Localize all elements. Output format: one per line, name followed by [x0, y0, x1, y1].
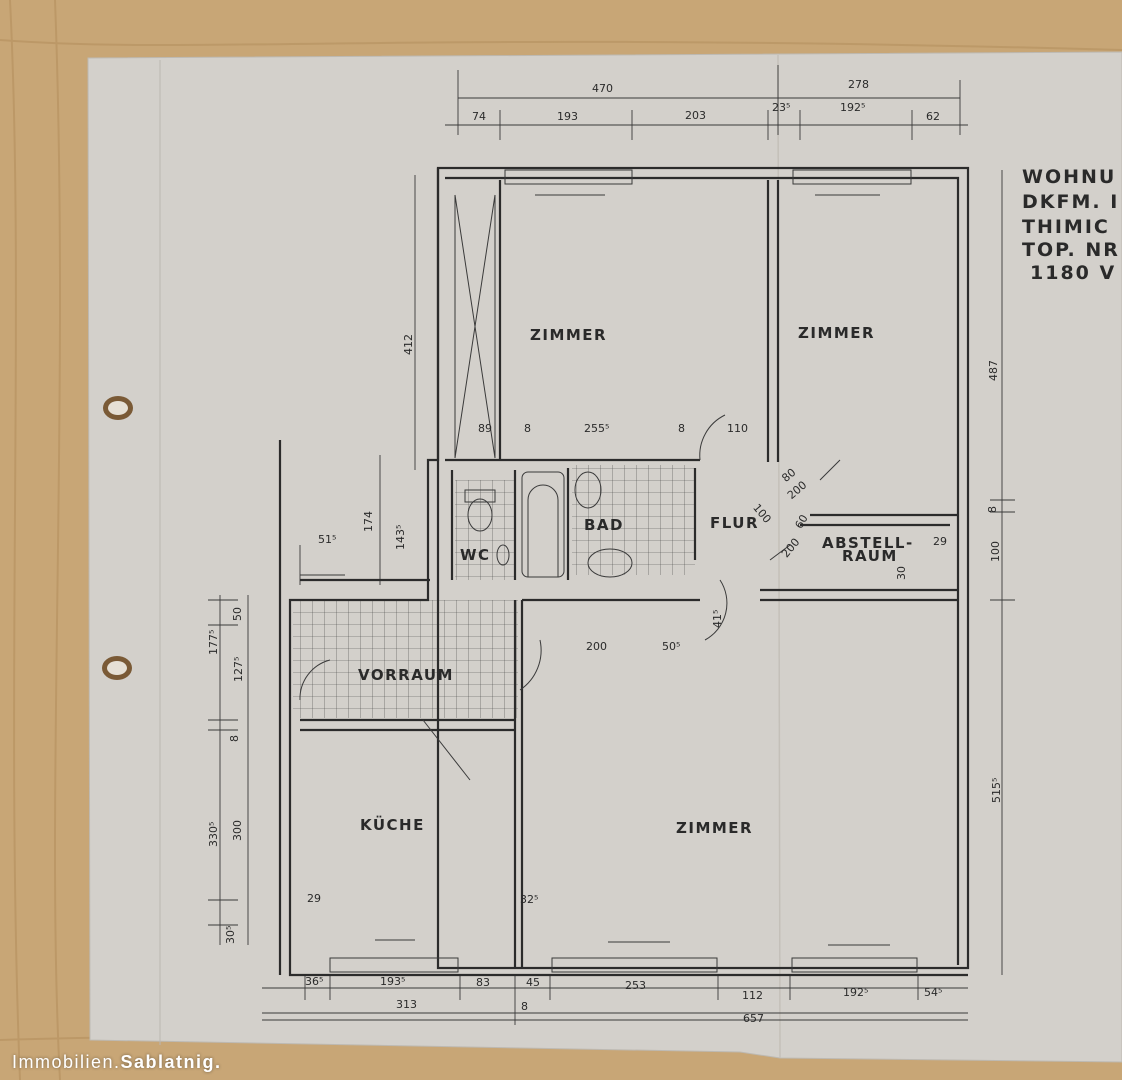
- room-label-zimmer-top-right: ZIMMER: [798, 324, 875, 342]
- shaft-cross: [454, 194, 496, 459]
- svg-text:74: 74: [472, 110, 486, 123]
- svg-text:54⁵: 54⁵: [924, 986, 942, 999]
- svg-text:203: 203: [685, 109, 706, 122]
- svg-text:143⁵: 143⁵: [394, 525, 407, 550]
- toilet-icon: [464, 489, 496, 532]
- svg-text:50⁵: 50⁵: [662, 640, 680, 653]
- svg-text:278: 278: [848, 78, 869, 91]
- svg-text:192⁵: 192⁵: [843, 986, 868, 999]
- svg-text:50: 50: [231, 607, 244, 621]
- room-label-bad: BAD: [584, 516, 624, 534]
- svg-text:WOHNU: WOHNU: [1022, 166, 1116, 188]
- svg-text:TOP. NR: TOP. NR: [1022, 239, 1120, 261]
- svg-text:112: 112: [742, 989, 763, 1002]
- svg-text:8: 8: [986, 506, 999, 513]
- svg-text:THIMIC: THIMIC: [1022, 216, 1110, 238]
- svg-text:23⁵: 23⁵: [772, 101, 790, 114]
- door-swings: [299, 414, 841, 781]
- bathtub-icon: [521, 471, 565, 578]
- svg-text:110: 110: [727, 422, 748, 435]
- brand-watermark: Immobilien.Sablatnig.: [12, 1052, 222, 1073]
- svg-text:487: 487: [987, 360, 1000, 381]
- svg-text:412: 412: [402, 334, 415, 355]
- svg-text:32⁵: 32⁵: [520, 893, 538, 906]
- room-label-wc: WC: [460, 546, 491, 564]
- dimension-lines-side: [208, 170, 1015, 975]
- svg-text:DKFM. I: DKFM. I: [1022, 191, 1119, 213]
- dimension-lines-top: [445, 65, 968, 140]
- dimension-labels-top: 470 278 74 193 203 23⁵ 192⁵ 62: [472, 78, 940, 123]
- svg-text:255⁵: 255⁵: [584, 422, 609, 435]
- watermark-brand: Immobilien.: [12, 1052, 121, 1072]
- washbasin-icon: [496, 544, 633, 578]
- svg-text:36⁵: 36⁵: [305, 975, 323, 988]
- room-label-flur: FLUR: [710, 514, 759, 532]
- room-label-raum: RAUM: [842, 547, 898, 565]
- svg-text:8: 8: [524, 422, 531, 435]
- watermark-name: Sablatnig.: [120, 1052, 222, 1072]
- svg-text:30: 30: [895, 566, 908, 580]
- svg-text:200: 200: [586, 640, 607, 653]
- svg-text:45: 45: [526, 976, 540, 989]
- svg-text:193⁵: 193⁵: [380, 975, 405, 988]
- svg-text:83: 83: [476, 976, 490, 989]
- room-label-zimmer-bottom: ZIMMER: [676, 819, 753, 837]
- windows: [329, 169, 918, 973]
- svg-text:8: 8: [678, 422, 685, 435]
- toilet-bad-icon: [574, 471, 602, 509]
- dimension-lines-bottom: [262, 975, 968, 1025]
- room-label-zimmer-top-left: ZIMMER: [530, 326, 607, 344]
- svg-text:192⁵: 192⁵: [840, 101, 865, 114]
- svg-text:100: 100: [989, 541, 1002, 562]
- svg-text:253: 253: [625, 979, 646, 992]
- svg-text:51⁵: 51⁵: [318, 533, 336, 546]
- svg-text:29: 29: [307, 892, 321, 905]
- svg-text:330⁵: 330⁵: [207, 822, 220, 847]
- svg-text:8: 8: [521, 1000, 528, 1013]
- svg-text:177⁵: 177⁵: [207, 630, 220, 655]
- svg-text:60: 60: [792, 512, 810, 531]
- svg-text:127⁵: 127⁵: [232, 657, 245, 682]
- svg-text:174: 174: [362, 511, 375, 532]
- svg-text:300: 300: [231, 820, 244, 841]
- walls: [278, 166, 970, 977]
- svg-text:515⁵: 515⁵: [990, 778, 1003, 803]
- dimension-labels-bottom: 36⁵ 193⁵ 83 45 253 112 192⁵ 54⁵ 313 8 65…: [305, 975, 942, 1025]
- svg-text:657: 657: [743, 1012, 764, 1025]
- svg-text:89: 89: [478, 422, 492, 435]
- svg-text:470: 470: [592, 82, 613, 95]
- room-label-abstell: ABSTELL-: [822, 534, 914, 552]
- title-block: WOHNU DKFM. I THIMIC TOP. NR 1180 V: [1022, 166, 1120, 284]
- svg-text:41⁵: 41⁵: [711, 610, 724, 628]
- svg-text:193: 193: [557, 110, 578, 123]
- svg-text:1180 V: 1180 V: [1030, 262, 1116, 284]
- svg-text:29: 29: [933, 535, 947, 548]
- svg-text:8: 8: [228, 735, 241, 742]
- room-label-vorraum: VORRAUM: [358, 666, 454, 684]
- room-label-kueche: KÜCHE: [360, 815, 425, 834]
- svg-text:62: 62: [926, 110, 940, 123]
- svg-text:313: 313: [396, 998, 417, 1011]
- svg-text:30⁵: 30⁵: [224, 926, 237, 944]
